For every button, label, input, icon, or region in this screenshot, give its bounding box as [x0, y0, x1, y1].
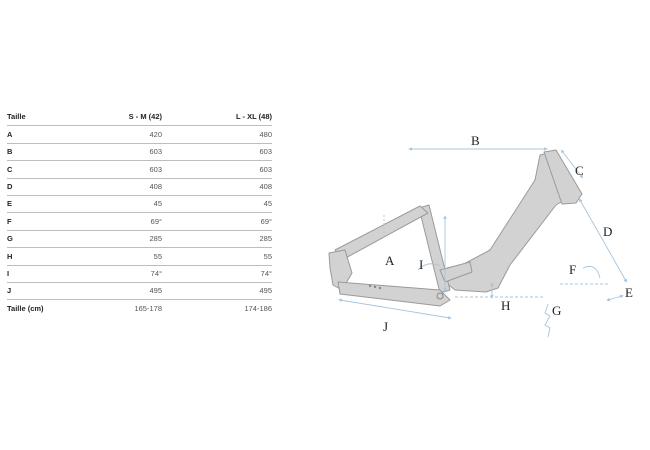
row-value-sm: 603 [77, 143, 162, 162]
table-row: J 495 495 [7, 282, 272, 301]
bike-frame [328, 149, 583, 307]
row-key: C [7, 160, 77, 179]
row-value-lxl: 495 [162, 282, 272, 301]
row-value-lxl: 74° [162, 265, 272, 283]
table-row: G 285 285 [7, 230, 272, 249]
table-row: H 55 55 [7, 247, 272, 266]
label-f: F [569, 262, 576, 277]
table-row: E 45 45 [7, 195, 272, 214]
row-value-sm: 74° [77, 265, 162, 283]
row-key: H [7, 247, 77, 266]
row-key: E [7, 195, 77, 214]
table-row: F 69° 69° [7, 212, 272, 231]
row-value-sm: 45 [77, 195, 162, 214]
row-value-lxl: 174-186 [244, 303, 272, 313]
row-value-sm: 55 [77, 247, 162, 266]
row-value-sm: 603 [77, 160, 162, 179]
header-sm: S - M (42) [77, 109, 162, 127]
row-key: F [7, 212, 77, 231]
row-value-sm: 69° [77, 212, 162, 231]
row-key: G [7, 230, 77, 249]
label-d: D [603, 224, 612, 239]
row-value-sm: 420 [77, 125, 162, 144]
label-b: B [471, 133, 480, 148]
row-value-sm: 285 [77, 230, 162, 249]
row-value-lxl: 603 [162, 143, 272, 162]
dimension-lines [338, 147, 627, 338]
row-value-lxl: 408 [162, 178, 272, 196]
label-a: A [385, 253, 395, 268]
label-h: H [501, 298, 510, 313]
table-row: A 420 480 [7, 125, 272, 144]
row-key: J [7, 282, 77, 301]
row-value-lxl: 45 [162, 195, 272, 214]
table-row: B 603 603 [7, 143, 272, 162]
row-key: I [7, 265, 77, 283]
row-value-lxl: 69° [162, 212, 272, 231]
row-value-lxl: 603 [162, 160, 272, 179]
label-g: G [552, 303, 561, 318]
table-header-row: Taille S - M (42) L - XL (48) [7, 109, 272, 127]
header-lxl: L - XL (48) [162, 109, 272, 127]
label-i: I [419, 257, 423, 272]
frame-geometry-diagram: B C D A I F E H G J [328, 133, 633, 338]
row-key: Taille (cm) [7, 303, 44, 313]
row-value-lxl: 285 [162, 230, 272, 249]
row-key: D [7, 178, 77, 196]
row-key: A [7, 125, 77, 144]
geometry-table: Taille S - M (42) L - XL (48) A 420 480 … [7, 109, 272, 317]
label-e: E [625, 285, 633, 300]
table-row: Taille (cm) 165-178 174-186 [7, 300, 272, 317]
row-value-lxl: 55 [162, 247, 272, 266]
header-size: Taille [7, 109, 77, 127]
table-row: D 408 408 [7, 178, 272, 196]
table-row: I 74° 74° [7, 265, 272, 283]
table-row: C 603 603 [7, 160, 272, 179]
row-value-sm: 165-178 [134, 303, 162, 313]
label-j: J [383, 319, 388, 334]
row-value-lxl: 480 [162, 125, 272, 144]
row-value-sm: 495 [77, 282, 162, 301]
label-c: C [575, 163, 584, 178]
row-key: B [7, 143, 77, 162]
row-value-sm: 408 [77, 178, 162, 196]
